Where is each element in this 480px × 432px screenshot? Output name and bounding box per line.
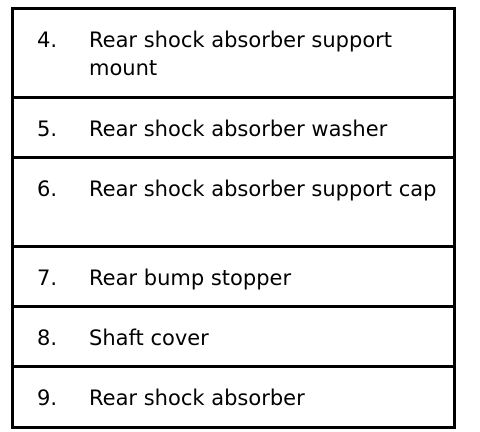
item-number: 7.: [37, 266, 58, 290]
item-label: Rear bump stopper: [89, 266, 292, 290]
table-row: 4. Rear shock absorber support mount: [14, 10, 453, 99]
item-number: 5.: [37, 117, 58, 141]
item-label: Rear shock absorber washer: [89, 117, 388, 141]
item-number: 9.: [37, 386, 58, 410]
item-label: Rear shock absorber support cap: [89, 177, 437, 201]
item-label: Shaft cover: [89, 326, 209, 350]
table-row: 5. Rear shock absorber washer: [14, 99, 453, 159]
table-row: 7. Rear bump stopper: [14, 248, 453, 308]
item-number: 8.: [37, 326, 58, 350]
table-row: 9. Rear shock absorber: [14, 368, 453, 426]
item-number: 6.: [37, 177, 58, 201]
parts-list-table: 4. Rear shock absorber support mount 5. …: [11, 7, 456, 429]
table-row: 8. Shaft cover: [14, 308, 453, 368]
item-number: 4.: [37, 28, 58, 52]
item-label: Rear shock absorber: [89, 386, 305, 410]
table-row: 6. Rear shock absorber support cap: [14, 159, 453, 248]
item-label: Rear shock absorber support mount: [89, 28, 393, 80]
